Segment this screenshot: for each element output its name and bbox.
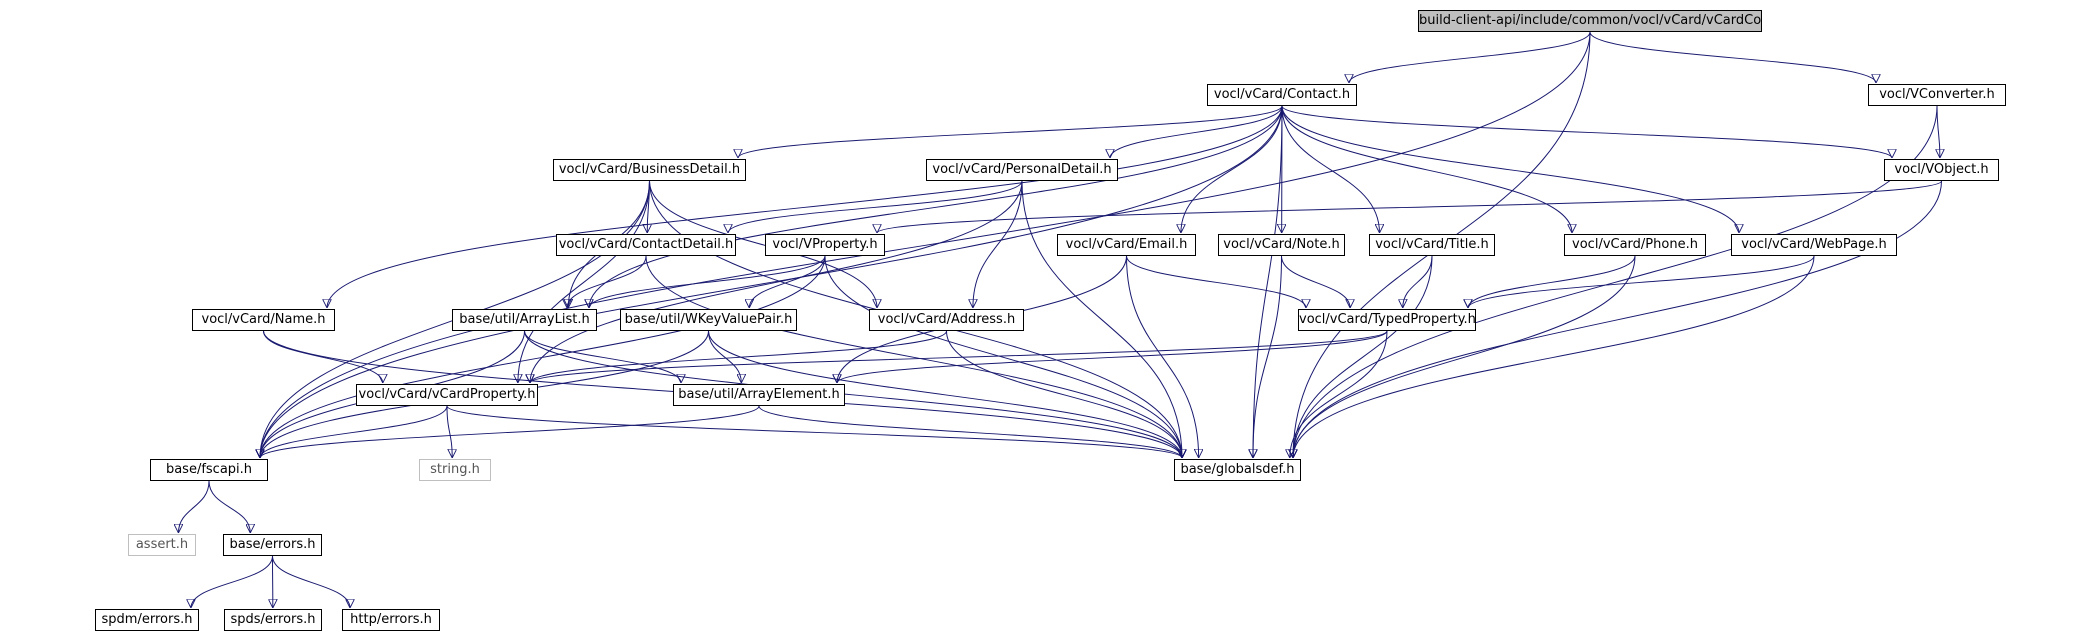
edge-contact-to-name — [327, 105, 1283, 308]
node-vproperty-h[interactable]: vocl/VProperty.h — [765, 234, 885, 256]
edge-contact-to-vobject — [1281, 105, 1892, 159]
edge-contact-to-globalsdef — [1253, 105, 1283, 458]
edge-typedproperty-to-arrayelement — [837, 330, 1388, 384]
node-typedproperty-h[interactable]: vocl/vCard/TypedProperty.h — [1298, 309, 1476, 331]
node-contactdetail-h[interactable]: vocl/vCard/ContactDetail.h — [556, 234, 736, 256]
edge-webpage-to-typedproperty — [1468, 255, 1815, 309]
edge-note-to-globalsdef — [1253, 255, 1282, 458]
edge-errors-to-http_errors — [272, 555, 351, 609]
edge-note-to-typedproperty — [1281, 255, 1351, 309]
edge-contact-to-fscapi — [260, 105, 1283, 458]
edge-title-to-typedproperty — [1403, 255, 1433, 308]
edge-root-to-fscapi — [260, 31, 1591, 458]
edge-businessdetail-to-vcardproperty — [518, 180, 650, 383]
edge-contact-to-personaldetail — [1110, 105, 1283, 159]
edge-arrayelement-to-globalsdef — [758, 405, 1182, 459]
edge-wkeyvaluepair-to-arrayelement — [708, 330, 742, 383]
edge-fscapi-to-errors — [208, 480, 250, 533]
node-contact-h[interactable]: vocl/vCard/Contact.h — [1207, 84, 1357, 106]
node-assert-h: assert.h — [128, 534, 196, 556]
node-string-h: string.h — [419, 459, 491, 481]
edge-contact-to-phone — [1281, 105, 1572, 233]
edge-errors-to-spdm_errors — [191, 555, 273, 609]
edge-root-to-contact — [1349, 31, 1591, 84]
edge-name-to-vcardproperty — [263, 330, 383, 384]
node-wkeyvaluepair-h[interactable]: base/util/WKeyValuePair.h — [620, 309, 797, 331]
edge-contact-to-businessdetail — [738, 105, 1283, 159]
edge-fscapi-to-assert — [178, 480, 210, 533]
edge-typedproperty-to-globalsdef — [1290, 330, 1388, 458]
node-name-h[interactable]: vocl/vCard/Name.h — [192, 309, 335, 331]
edge-webpage-to-globalsdef — [1293, 255, 1815, 458]
edge-address-to-globalsdef — [946, 330, 1183, 458]
edge-vobject-to-globalsdef — [1293, 180, 1942, 458]
edge-typedproperty-to-vcardproperty — [530, 330, 1388, 384]
edge-vcardproperty-to-string — [446, 405, 452, 458]
edge-address-to-vcardproperty — [530, 330, 947, 384]
edge-contactdetail-to-globalsdef — [645, 255, 1182, 458]
node-note-h[interactable]: vocl/vCard/Note.h — [1218, 234, 1345, 256]
node-globalsdef-h[interactable]: base/globalsdef.h — [1174, 459, 1301, 481]
edge-phone-to-globalsdef — [1293, 255, 1636, 458]
edge-arrayelement-to-fscapi — [260, 405, 760, 459]
node-vcardproperty-h[interactable]: vocl/vCard/vCardProperty.h — [356, 384, 538, 406]
node-arrayelement-h[interactable]: base/util/ArrayElement.h — [673, 384, 845, 406]
edge-contact-to-title — [1281, 105, 1380, 233]
node-address-h[interactable]: vocl/vCard/Address.h — [869, 309, 1024, 331]
edge-personaldetail-to-address — [973, 180, 1023, 308]
node-spds-errors-h[interactable]: spds/errors.h — [224, 609, 322, 631]
edge-root-to-vconverter — [1589, 31, 1876, 84]
node-webpage-h[interactable]: vocl/vCard/WebPage.h — [1731, 234, 1897, 256]
node-title-h[interactable]: vocl/vCard/Title.h — [1369, 234, 1495, 256]
edge-contact-to-webpage — [1281, 105, 1739, 233]
edge-arraylist-to-arrayelement — [524, 330, 682, 384]
edge-phone-to-typedproperty — [1468, 255, 1636, 309]
edge-vcardproperty-to-globalsdef — [446, 405, 1182, 459]
edge-vproperty-to-globalsdef — [824, 255, 1182, 458]
edge-email-to-typedproperty — [1126, 255, 1307, 309]
edge-vobject-to-vproperty — [877, 180, 1942, 234]
edge-businessdetail-to-address — [649, 180, 878, 308]
node-email-h[interactable]: vocl/vCard/Email.h — [1057, 234, 1196, 256]
edge-wkeyvaluepair-to-globalsdef — [708, 330, 1183, 458]
edge-vconverter-to-vobject — [1937, 105, 1940, 158]
node-spdm-errors-h[interactable]: spdm/errors.h — [95, 609, 199, 631]
node-fscapi-h[interactable]: base/fscapi.h — [150, 459, 268, 481]
edge-arraylist-to-globalsdef — [524, 330, 1183, 458]
node-http-errors-h[interactable]: http/errors.h — [342, 609, 440, 631]
node-root-vcardconverter-h[interactable]: build-client-api/include/common/vocl/vCa… — [1418, 10, 1762, 32]
edge-personaldetail-to-globalsdef — [1021, 180, 1182, 458]
edge-vproperty-to-arraylist — [589, 255, 826, 309]
node-vobject-h[interactable]: vocl/VObject.h — [1884, 159, 1999, 181]
edge-vconverter-to-globalsdef — [1293, 105, 1938, 458]
edge-personaldetail-to-contactdetail — [728, 180, 1023, 234]
edge-contact-to-email — [1181, 105, 1283, 233]
node-arraylist-h[interactable]: base/util/ArrayList.h — [452, 309, 597, 331]
edge-contact-to-arraylist — [589, 105, 1283, 308]
node-vconverter-h[interactable]: vocl/VConverter.h — [1868, 84, 2006, 106]
edge-vproperty-to-wkeyvaluepair — [749, 255, 826, 309]
edge-email-to-globalsdef — [1126, 255, 1199, 458]
edge-vcardproperty-to-fscapi — [260, 405, 448, 459]
edge-title-to-globalsdef — [1293, 255, 1433, 458]
edge-vproperty-to-fscapi — [260, 255, 826, 458]
node-businessdetail-h[interactable]: vocl/vCard/BusinessDetail.h — [553, 159, 746, 181]
edge-personaldetail-to-vcardproperty — [530, 180, 1023, 383]
node-personaldetail-h[interactable]: vocl/vCard/PersonalDetail.h — [926, 159, 1118, 181]
edge-contactdetail-to-arraylist — [567, 255, 647, 309]
node-phone-h[interactable]: vocl/vCard/Phone.h — [1564, 234, 1706, 256]
node-errors-h[interactable]: base/errors.h — [223, 534, 322, 556]
